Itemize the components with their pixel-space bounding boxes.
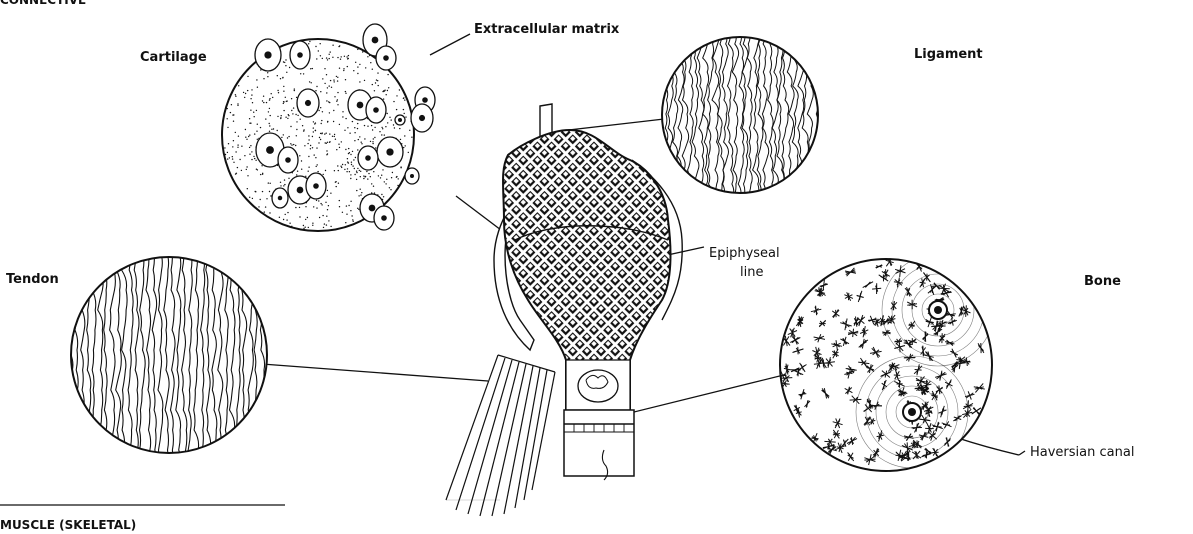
- tendon-micrograph: [68, 250, 271, 470]
- extracellular-matrix-pointer: [430, 34, 470, 55]
- bone-joint-illustration: [446, 104, 682, 516]
- cartilage-micrograph: [222, 24, 435, 231]
- haversian-canal-upper: [929, 301, 947, 319]
- ligament-label: Ligament: [914, 47, 983, 63]
- epiphyseal-label: Epiphyseal: [709, 246, 780, 262]
- bottom-cut-heading: MUSCLE (SKELETAL): [0, 517, 136, 533]
- haversian-canal-lower: [903, 403, 921, 421]
- tendon-label: Tendon: [6, 272, 59, 288]
- bone-label: Bone: [1084, 274, 1121, 290]
- tendon-connector: [262, 364, 488, 381]
- ligament-connector: [560, 119, 664, 131]
- top-cut-heading: CONNECTIVE: [0, 0, 86, 8]
- haversian-pointer: [1019, 451, 1025, 455]
- epiphyseal-line-label: line: [740, 265, 763, 281]
- bone-shaft: [564, 410, 634, 476]
- ligament-micrograph: [657, 30, 823, 212]
- cartilage-label: Cartilage: [140, 50, 207, 66]
- marrow-cavity: [578, 370, 618, 402]
- bone-micrograph: [779, 254, 994, 471]
- haversian-canal-label: Haversian canal: [1030, 445, 1134, 461]
- extracellular-matrix-label: Extracellular matrix: [474, 22, 619, 38]
